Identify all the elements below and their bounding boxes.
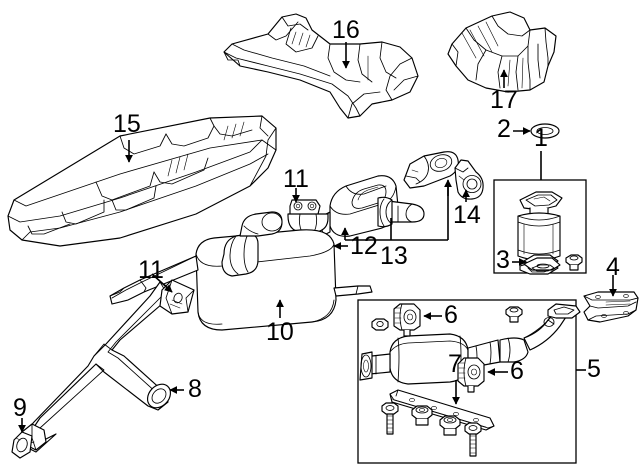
callout-5: 5 <box>587 355 601 383</box>
callout-3: 3 <box>496 246 510 274</box>
part-4-converter-heat-shield <box>583 291 639 323</box>
callout-4: 4 <box>606 253 620 281</box>
part-2-seal-ring <box>530 123 560 139</box>
part-10-muffler <box>109 211 373 331</box>
callout-11-left: 11 <box>138 256 164 284</box>
part-16-crossmember-heat-shield <box>223 13 419 119</box>
part-6-hanger-insulator-lower <box>457 357 485 393</box>
part-11-hanger-insulator-upper <box>287 199 329 233</box>
callout-14: 14 <box>453 201 481 229</box>
callout-10: 10 <box>266 318 294 346</box>
group-box-5 <box>357 299 581 464</box>
part-15-floor-heat-shield <box>7 115 277 247</box>
part-14-hanger-bracket <box>454 159 484 200</box>
part-7-bolt-right <box>464 422 482 457</box>
callout-7: 7 <box>448 350 462 378</box>
callout-8: 8 <box>188 375 202 403</box>
leader-11-left <box>151 273 173 293</box>
part-7-nut-left <box>411 405 433 426</box>
part-8-tail-pipe <box>21 281 177 453</box>
callout-16: 16 <box>332 16 360 44</box>
part-3-converter-bracket <box>523 254 561 272</box>
callout-6-lower: 6 <box>510 357 524 385</box>
callout-17: 17 <box>490 86 518 114</box>
callout-1: 1 <box>534 124 548 152</box>
callout-15: 15 <box>113 110 141 138</box>
group-box-1 <box>493 179 587 275</box>
part-7-nut-right <box>439 415 461 436</box>
part-6-hanger-insulator-upper <box>393 303 421 337</box>
part-9-tailpipe-insulator <box>11 431 33 459</box>
callout-13: 13 <box>380 242 408 270</box>
part-7-brace-bar <box>389 389 495 431</box>
callout-11-upper: 11 <box>283 165 309 193</box>
part-3-nut <box>565 254 583 271</box>
callout-9: 9 <box>13 394 27 422</box>
callout-12: 12 <box>350 232 378 260</box>
part-7-bolt-left <box>381 402 399 435</box>
part-13-pipe-end <box>403 151 459 189</box>
part-17-muffler-heat-shield <box>447 11 557 93</box>
part-13-resonator-assembly <box>309 175 425 239</box>
callout-2: 2 <box>497 115 511 143</box>
callout-6-upper: 6 <box>444 301 458 329</box>
